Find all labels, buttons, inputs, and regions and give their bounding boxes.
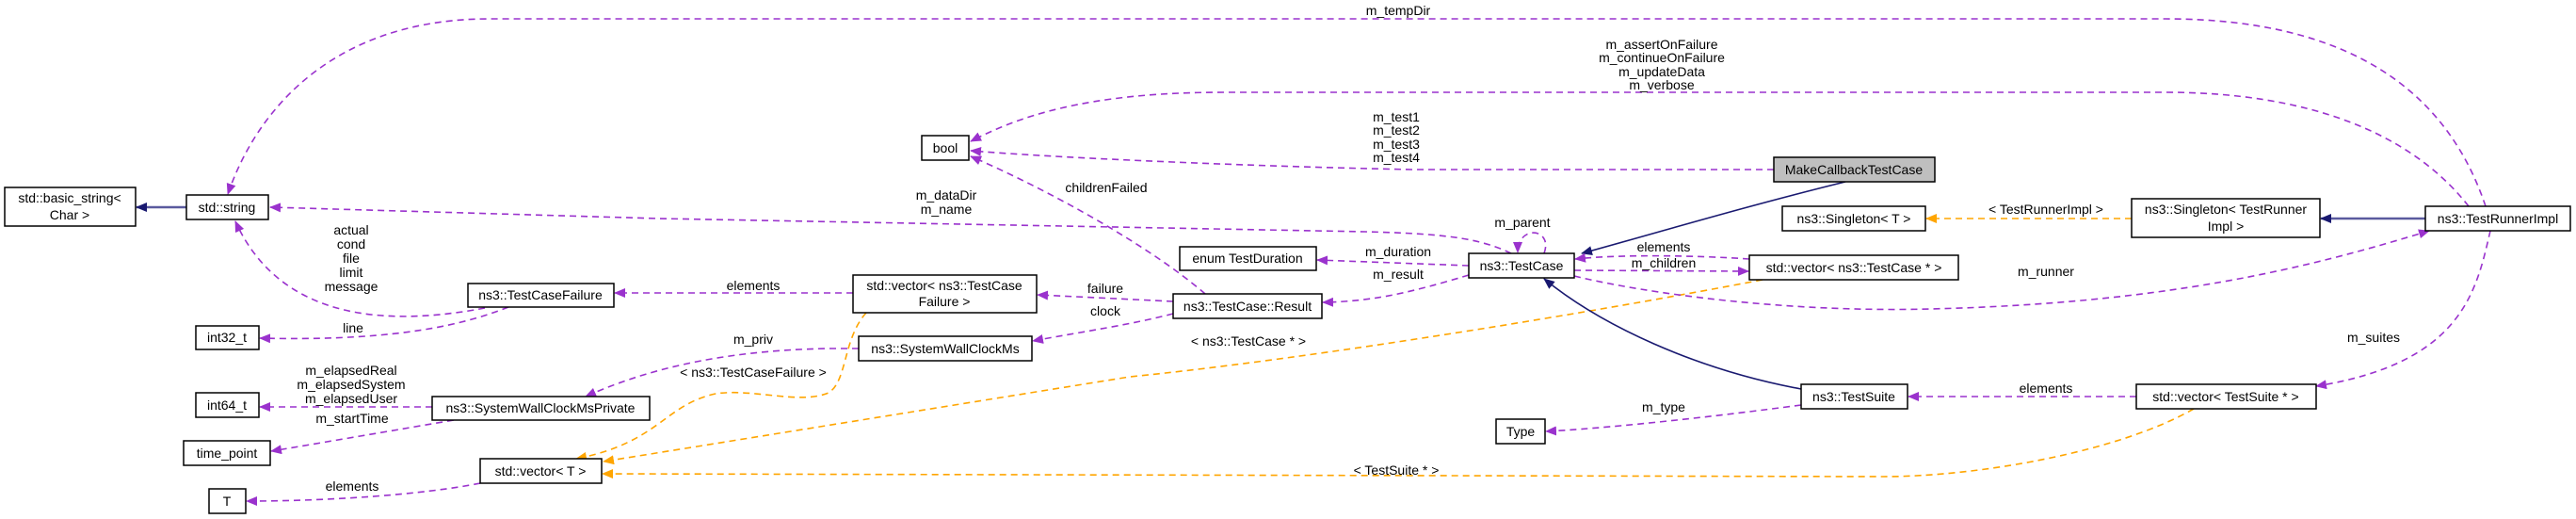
label-parent: m_parent (1494, 215, 1550, 230)
node-vector-test-case[interactable]: std::vector< ns3::TestCase * > (1748, 254, 1959, 281)
edge-suites (2315, 230, 2491, 390)
node-int64[interactable]: int64_t (195, 392, 260, 418)
label-children: m_children (1632, 255, 1696, 270)
edge-failure (1037, 290, 1174, 302)
node-test-suite[interactable]: ns3::TestSuite (1800, 383, 1908, 410)
label-t-elements: elements (326, 478, 379, 494)
label-tmpl-suite: < TestSuite * > (1354, 462, 1440, 478)
node-system-wall-clock-ms-private[interactable]: ns3::SystemWallClockMsPrivate (431, 396, 651, 421)
node-type[interactable]: Type (1495, 418, 1546, 445)
label-line: line (343, 320, 363, 335)
node-label: MakeCallbackTestCase (1785, 162, 1923, 177)
node-label: ns3::TestCaseFailure (478, 287, 603, 302)
node-label: int64_t (207, 397, 247, 413)
label-suite-elements: elements (2020, 381, 2073, 396)
edge-data-dir (269, 203, 1512, 254)
edge-tc-elements (1574, 252, 1750, 263)
node-std-string[interactable]: std::string (185, 194, 269, 220)
label-children-failed: childrenFailed (1065, 180, 1147, 195)
node-test-runner-impl[interactable]: ns3::TestRunnerImpl (2424, 205, 2571, 232)
node-label: ns3::Singleton< T > (1797, 211, 1911, 226)
node-label: ns3::SystemWallClockMsPrivate (446, 400, 636, 415)
label-type: m_type (1642, 399, 1685, 414)
node-label: std::string (199, 200, 256, 215)
node-label: std::vector< TestSuite * > (2152, 389, 2298, 404)
node-label: std::vector< ns3::TestCase * > (1766, 260, 1942, 275)
node-label: enum TestDuration (1192, 251, 1302, 266)
node-label: time_point (197, 446, 258, 461)
label-priv: m_priv (733, 332, 773, 347)
label-failure-elements: elements (727, 278, 781, 293)
label-runner: m_runner (2018, 264, 2074, 279)
node-label: Type (1506, 424, 1536, 439)
label-result: m_result (1373, 267, 1424, 282)
node-label: ns3::TestSuite (1812, 389, 1895, 404)
node-label: std::basic_string<Char > (18, 190, 121, 222)
node-time-point[interactable]: time_point (183, 440, 271, 466)
nodes: std::basic_string<Char > std::string boo… (4, 135, 2571, 514)
label-tmpl-runner: < TestRunnerImpl > (1988, 202, 2103, 217)
node-test-case-failure[interactable]: ns3::TestCaseFailure (467, 283, 615, 308)
edge-type (1545, 404, 1802, 436)
label-tc-elements: elements (1637, 239, 1691, 254)
node-label: ns3::SystemWallClockMs (871, 341, 1019, 356)
edges (136, 18, 2491, 506)
edge-runner (1573, 229, 2430, 311)
node-label: ns3::TestCase::Result (1183, 299, 1312, 314)
edge-t-elements (246, 482, 481, 506)
label-clock: clock (1090, 303, 1121, 318)
label-tmpl-failure: < ns3::TestCaseFailure > (680, 365, 827, 380)
edge-children-failed (970, 155, 1206, 295)
edge-tmpl-failure (575, 312, 867, 462)
edge-test-suite-inherits-test-case (1543, 278, 1802, 390)
node-enum-test-duration[interactable]: enum TestDuration (1179, 246, 1317, 271)
edge-start-time (270, 419, 455, 455)
label-temp-dir: m_tempDir (1366, 3, 1431, 18)
edge-tmpl-suite (602, 408, 2195, 479)
node-label: ns3::TestCase (1480, 258, 1564, 273)
node-label: ns3::TestRunnerImpl (2438, 211, 2558, 226)
label-start-time: m_startTime (315, 411, 388, 426)
edge-parent (1513, 232, 1547, 254)
node-label: bool (933, 140, 958, 155)
label-failure: failure (1087, 281, 1123, 296)
edge-priv (585, 348, 859, 397)
edge-runner-flags (970, 91, 2470, 207)
node-int32[interactable]: int32_t (195, 325, 260, 350)
edge-make-callback-inherits-test-case (1581, 181, 1846, 255)
node-label: std::vector< T > (495, 463, 587, 478)
edge-temp-dir (226, 18, 2487, 207)
node-vector-t[interactable]: std::vector< T > (479, 458, 603, 484)
node-singleton-t[interactable]: ns3::Singleton< T > (1781, 205, 1926, 232)
edge-line (259, 306, 509, 344)
label-duration: m_duration (1365, 244, 1431, 259)
node-label: int32_t (207, 330, 247, 345)
node-make-callback-test-case[interactable]: MakeCallbackTestCase (1773, 156, 1936, 183)
node-t[interactable]: T (208, 488, 247, 514)
node-vector-test-suite[interactable]: std::vector< TestSuite * > (2135, 383, 2317, 410)
node-label: T (223, 494, 232, 509)
node-basic-string[interactable]: std::basic_string<Char > (4, 187, 137, 227)
label-tmpl-testcase: < ns3::TestCase * > (1191, 333, 1306, 349)
node-bool[interactable]: bool (921, 135, 970, 161)
node-system-wall-clock-ms[interactable]: ns3::SystemWallClockMs (858, 335, 1033, 362)
edge-tmpl-testcase (603, 279, 1763, 465)
label-suites: m_suites (2347, 330, 2400, 345)
node-test-case-result[interactable]: ns3::TestCase::Result (1172, 293, 1323, 319)
edge-children (1573, 266, 1749, 276)
edge-duration (1316, 255, 1470, 267)
edge-failure-strings (234, 220, 486, 317)
edge-clock (1032, 313, 1174, 344)
node-test-case[interactable]: ns3::TestCase (1468, 252, 1575, 279)
